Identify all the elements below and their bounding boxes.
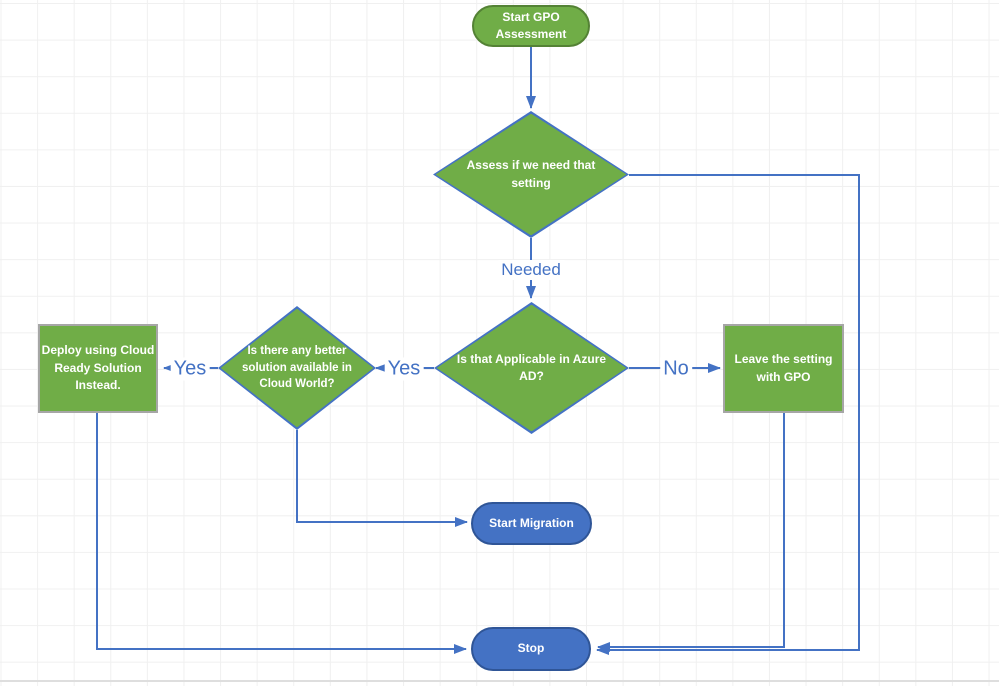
connector-deploy-to-stop[interactable] bbox=[96, 413, 467, 654]
node-migration-label: Start Migration bbox=[489, 515, 574, 530]
node-applicable-label: Is that Applicable in Azure AD? bbox=[456, 351, 607, 383]
page-boundary-line bbox=[0, 680, 999, 682]
edge-label-needed[interactable]: Needed bbox=[498, 260, 564, 280]
node-stop-label: Stop bbox=[517, 641, 545, 656]
edge-label-yes-cloud[interactable]: Yes bbox=[170, 357, 210, 381]
node-assess-label: Assess if we need that setting bbox=[466, 158, 596, 190]
node-deploy-cloud-solution[interactable]: Deploy using Cloud Ready Solution Instea… bbox=[38, 324, 158, 413]
edge-label-yes-azure[interactable]: Yes bbox=[384, 357, 424, 381]
node-assess-setting-decision[interactable]: Assess if we need that setting bbox=[433, 111, 629, 238]
connector-better-to-migration[interactable] bbox=[296, 430, 468, 527]
connector-leave-to-stop[interactable] bbox=[597, 413, 785, 652]
node-stop[interactable]: Stop bbox=[471, 627, 591, 671]
node-better-solution-decision[interactable]: Is there any better solution available i… bbox=[218, 306, 376, 430]
node-start-migration[interactable]: Start Migration bbox=[471, 502, 592, 545]
node-start-gpo-assessment[interactable]: Start GPO Assessment bbox=[472, 5, 590, 47]
node-better-label: Is there any better solution available i… bbox=[242, 344, 352, 391]
edge-label-no[interactable]: No bbox=[660, 357, 692, 381]
node-start-label: Start GPO Assessment bbox=[495, 9, 567, 41]
node-leave-setting-gpo[interactable]: Leave the setting with GPO bbox=[723, 324, 844, 413]
node-deploy-label: Deploy using Cloud Ready Solution Instea… bbox=[41, 343, 155, 393]
connector-assess-to-stop[interactable] bbox=[596, 174, 860, 655]
node-applicable-azure-decision[interactable]: Is that Applicable in Azure AD? bbox=[434, 302, 629, 434]
node-leave-label: Leave the setting with GPO bbox=[734, 352, 833, 384]
